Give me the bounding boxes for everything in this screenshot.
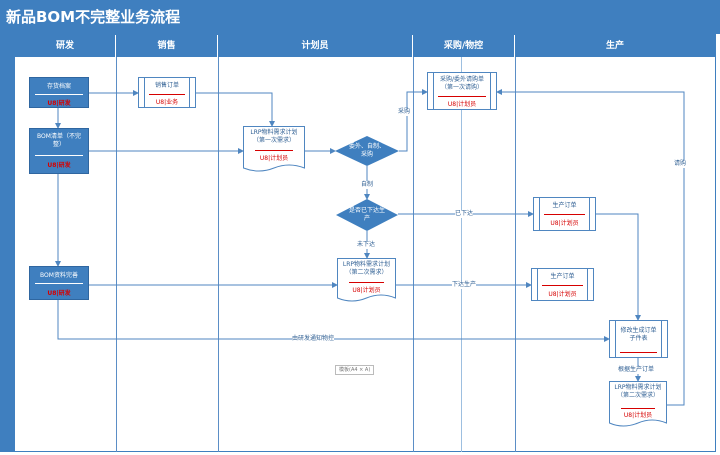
edge-prod1-down xyxy=(596,213,641,321)
lane-divider xyxy=(461,57,462,452)
lane-divider xyxy=(515,57,516,452)
edge-label-not-issued: 未下达 xyxy=(357,241,376,249)
node-prod-order-2: 生产订单 U8|计划员 xyxy=(531,268,594,301)
lane-header-production: 生产 xyxy=(515,35,715,57)
page-title: 新品BOM不完整业务流程 xyxy=(0,0,720,34)
node-modify-sub: 修改生成订单子件表 xyxy=(609,320,668,358)
node-mrp-first: LRP物料需求计划（第一次需求） U8|计划员 xyxy=(243,126,305,174)
node-bom-incomplete: BOM清单（不完整） U8|研发 xyxy=(29,128,89,174)
edge-notify xyxy=(57,300,610,342)
edge-label-notify: 由研发通知物控 xyxy=(292,335,335,343)
edge-sales-to-mrp1 xyxy=(196,92,275,127)
lane-header-rnd: 研发 xyxy=(15,35,116,57)
lane-divider xyxy=(218,57,219,452)
node-inventory-check: 存货档案 U8|研发 xyxy=(29,77,89,108)
node-purchase-order: 采购/委外请购单（第一次请购） U8|计划员 xyxy=(427,72,497,110)
lane-divider xyxy=(413,57,414,452)
stage-column: 阶段 xyxy=(0,34,14,452)
edge-request xyxy=(496,89,685,406)
node-decision-source: 委外、自制、采购 xyxy=(335,136,399,166)
node-prod-order-1: 生产订单 U8|计划员 xyxy=(533,197,596,231)
node-mrp-second-prod: LRP物料需求计划（第二次需求） U8|计划员 xyxy=(609,381,667,429)
edge-label-purchase: 采购 xyxy=(398,108,411,116)
edge-label-self-made: 自制 xyxy=(361,181,374,189)
edge-label-by-prod-order: 根据生产订单 xyxy=(618,366,655,374)
lane-header-purchasing: 采购/物控 xyxy=(413,35,515,57)
node-bom-complete: BOM资料完善 U8|研发 xyxy=(29,266,89,300)
edge-label-issue-prod: 下达生产 xyxy=(452,281,477,289)
template-footnote: 模板(A4 × A) xyxy=(335,365,375,375)
edge-label-request: 请购 xyxy=(674,160,687,168)
lane-header-sales: 销售 xyxy=(116,35,218,57)
node-mrp-second-planner: LRP物料需求计划（第二次需求） U8|计划员 xyxy=(337,258,396,304)
lane-divider xyxy=(116,57,117,452)
node-decision-issued: 是否已下达生产 xyxy=(336,199,398,231)
edge-label-issued: 已下达 xyxy=(455,210,474,218)
node-sales-order: 销售订单 U8|业务 xyxy=(138,77,196,108)
lane-header-planner: 计划员 xyxy=(218,35,413,57)
edge-purchase xyxy=(399,89,428,152)
